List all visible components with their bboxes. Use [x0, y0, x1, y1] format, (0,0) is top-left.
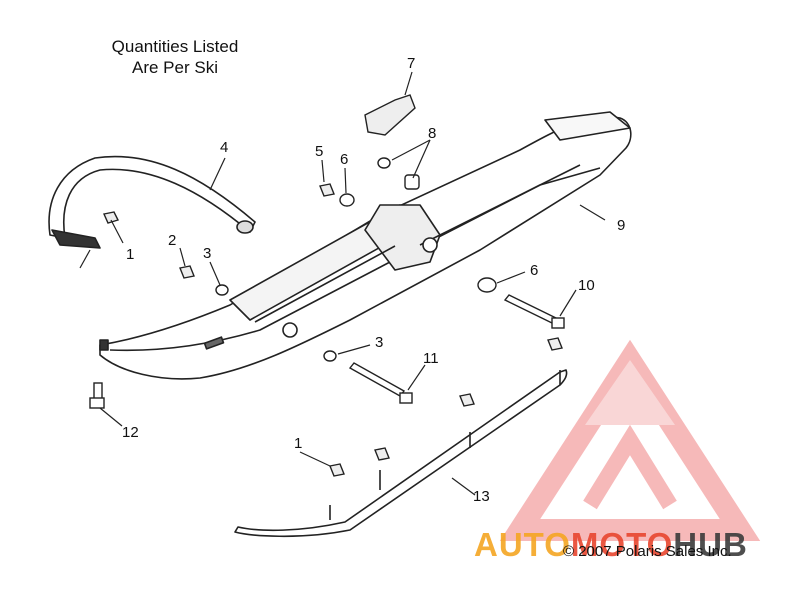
watermark-moto: MOTO — [570, 526, 674, 563]
callout-1-b: 1 — [294, 435, 302, 452]
callout-2: 2 — [168, 232, 176, 249]
watermark-hub: HUB — [673, 526, 748, 563]
callout-4: 4 — [220, 139, 228, 156]
callout-3-a: 3 — [203, 245, 211, 262]
callout-8: 8 — [428, 125, 436, 142]
callout-7: 7 — [407, 55, 415, 72]
carbide-runner — [234, 369, 568, 538]
hardware — [89, 94, 565, 477]
callout-10: 10 — [578, 277, 595, 294]
watermark-text: AUTOMOTOHUB — [474, 526, 748, 564]
callout-6-a: 6 — [340, 151, 348, 168]
callout-labels: 1 1 2 3 3 4 5 6 6 7 8 9 10 11 12 13 — [122, 55, 625, 505]
copyright-text: © 2007 Polaris Sales Inc. — [563, 543, 732, 560]
callout-1-a: 1 — [126, 246, 134, 263]
watermark-logo — [499, 339, 761, 541]
note-line-1: Quantities Listed — [111, 37, 239, 56]
ski-body — [99, 111, 632, 380]
quantities-note: Quantities Listed Are Per Ski — [60, 36, 290, 78]
callout-9: 9 — [617, 217, 625, 234]
note-line-2: Are Per Ski — [132, 58, 218, 77]
callout-12: 12 — [122, 424, 139, 441]
callout-3-b: 3 — [375, 334, 383, 351]
leader-lines — [79, 71, 606, 496]
watermark-auto: AUTO — [474, 526, 571, 563]
callout-11: 11 — [423, 350, 439, 367]
callout-5: 5 — [315, 143, 323, 160]
ski-loop — [48, 155, 256, 249]
callout-13: 13 — [473, 488, 490, 505]
callout-6-b: 6 — [530, 262, 538, 279]
